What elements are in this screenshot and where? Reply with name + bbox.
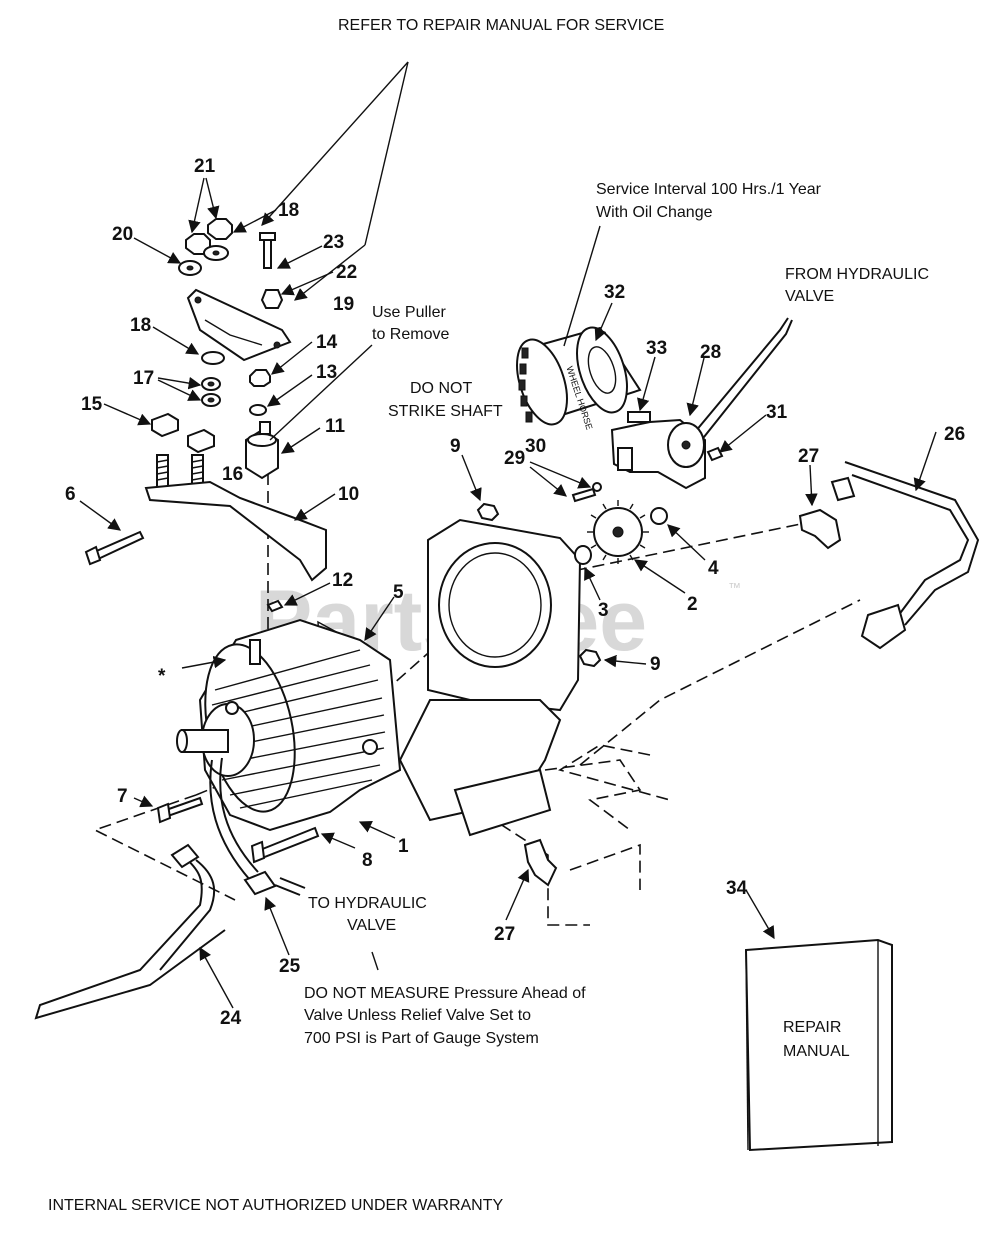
oil-filter-assembly: WHEEL HORSE — [516, 326, 724, 503]
callout-30: 30 — [525, 436, 546, 457]
callout-asterisk: * — [158, 666, 166, 687]
callout-25: 25 — [279, 956, 301, 977]
callout-15: 15 — [81, 394, 103, 415]
svg-text:MANUAL: MANUAL — [783, 1043, 850, 1060]
callout-14: 14 — [316, 332, 338, 353]
repair-manual-illustration: REPAIR MANUAL — [744, 938, 893, 1152]
callout-22: 22 — [336, 262, 357, 283]
callout-8: 8 — [362, 850, 373, 871]
callout-31: 31 — [766, 402, 788, 423]
callout-24: 24 — [220, 1008, 242, 1029]
callout-34: 34 — [726, 878, 748, 899]
bracket-hardware — [84, 218, 327, 864]
svg-text:Valve Unless Relief Valve Set: Valve Unless Relief Valve Set to — [304, 1007, 531, 1024]
callout-7: 7 — [117, 786, 128, 807]
svg-text:700 PSI is Part of Gauge Syste: 700 PSI is Part of Gauge System — [304, 1030, 539, 1047]
callout-17: 17 — [133, 368, 154, 389]
svg-text:DO NOT: DO NOT — [410, 380, 472, 397]
callout-26: 26 — [944, 424, 965, 445]
callout-27-upper: 27 — [798, 446, 819, 467]
callout-16: 16 — [222, 464, 243, 485]
svg-text:to Remove: to Remove — [372, 326, 449, 343]
footer-note: INTERNAL SERVICE NOT AUTHORIZED UNDER WA… — [48, 1197, 503, 1214]
callout-6: 6 — [65, 484, 76, 505]
callout-33: 33 — [646, 338, 667, 359]
svg-text:FROM HYDRAULIC: FROM HYDRAULIC — [785, 266, 929, 283]
callout-27-lower: 27 — [494, 924, 515, 945]
svg-text:™: ™ — [728, 580, 741, 595]
callout-13: 13 — [316, 362, 337, 383]
svg-text:TO HYDRAULIC: TO HYDRAULIC — [308, 895, 427, 912]
callout-10: 10 — [338, 484, 359, 505]
header-note: REFER TO REPAIR MANUAL FOR SERVICE — [338, 17, 664, 34]
svg-text:With Oil Change: With Oil Change — [596, 204, 713, 221]
callout-20: 20 — [112, 224, 133, 245]
callout-19: 19 — [333, 294, 354, 315]
svg-text:REPAIR: REPAIR — [783, 1019, 841, 1036]
svg-text:DO NOT MEASURE Pressure Ahead: DO NOT MEASURE Pressure Ahead of — [304, 985, 586, 1002]
svg-text:STRIKE SHAFT: STRIKE SHAFT — [388, 403, 503, 420]
leader-lines-top — [261, 61, 409, 301]
callout-1: 1 — [398, 836, 409, 857]
callout-9-right: 9 — [650, 654, 661, 675]
callout-18b: 18 — [130, 315, 151, 336]
callout-11: 11 — [325, 416, 346, 437]
callout-32: 32 — [604, 282, 625, 303]
callout-9-top: 9 — [450, 436, 461, 457]
callout-28: 28 — [700, 342, 721, 363]
pump-assembly — [176, 476, 856, 887]
callout-21: 21 — [194, 156, 216, 177]
callout-23: 23 — [323, 232, 344, 253]
svg-text:VALVE: VALVE — [785, 288, 834, 305]
svg-text:VALVE: VALVE — [347, 917, 396, 934]
callout-2: 2 — [687, 594, 698, 615]
callout-18: 18 — [278, 200, 299, 221]
callout-4: 4 — [708, 558, 719, 579]
callout-3: 3 — [598, 600, 609, 621]
callout-12: 12 — [332, 570, 353, 591]
svg-text:Use Puller: Use Puller — [372, 304, 446, 321]
callout-leaders — [79, 177, 937, 1009]
callout-29: 29 — [504, 448, 525, 469]
svg-text:Service Interval 100 Hrs./1 Ye: Service Interval 100 Hrs./1 Year — [596, 181, 822, 198]
annotation-notes: Service Interval 100 Hrs./1 Year With Oi… — [269, 181, 929, 1047]
callout-5: 5 — [393, 582, 404, 603]
hydraulic-lines — [34, 317, 980, 1020]
callout-numbers: 21 18 20 23 22 19 18 17 14 13 15 11 16 1… — [65, 156, 965, 1029]
